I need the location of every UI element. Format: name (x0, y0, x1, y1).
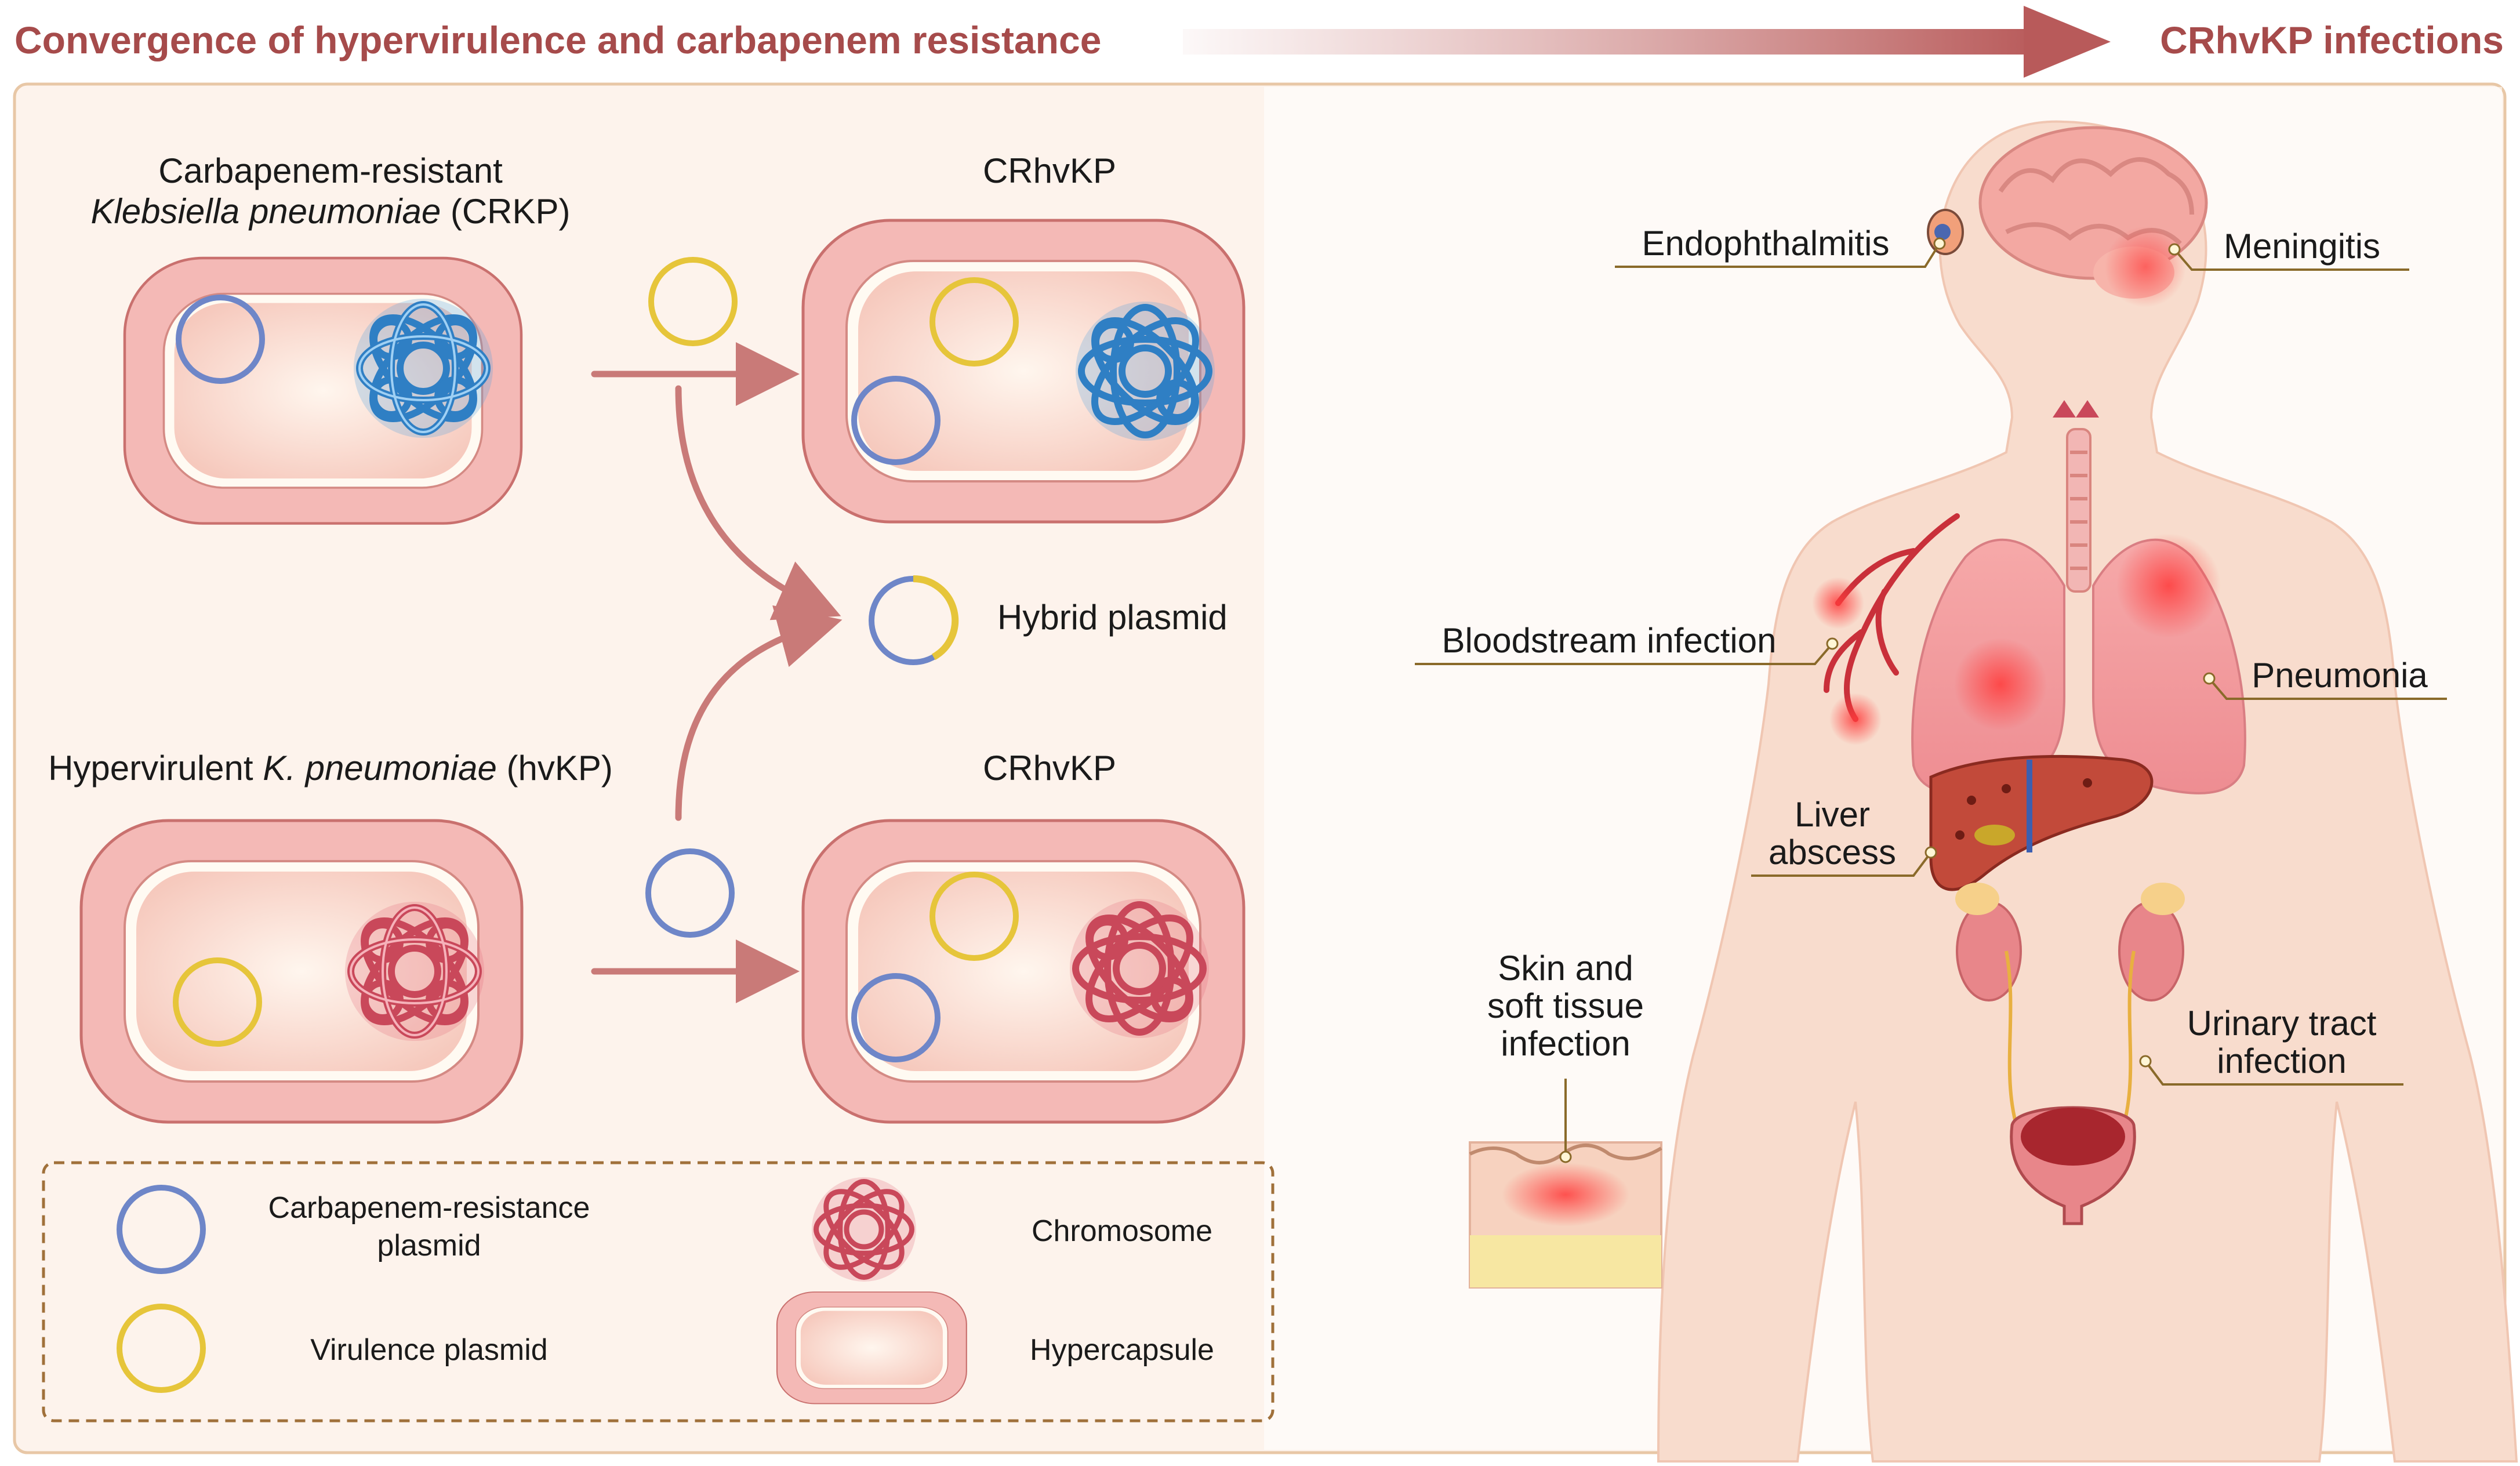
legend-hypercapsule-label: Hypercapsule (1030, 1333, 1214, 1367)
skin-infection-label-line1: Skin and (1498, 949, 1633, 988)
eye-icon (1927, 209, 1964, 255)
crhvkp-bottom-virulence-plasmid-icon (929, 872, 1019, 961)
red-chromosome-icon (345, 902, 484, 1041)
crhvkp-top-resistance-plasmid-icon (851, 376, 941, 465)
skin-infection-label-line2: soft tissue (1487, 986, 1644, 1025)
crhvkp-bottom-label: CRhvKP (983, 749, 1116, 788)
transfer-resistance-plasmid-icon (645, 848, 735, 938)
legend-hypercapsule-icon (776, 1291, 967, 1405)
liver-abscess-label-line1: Liver (1795, 795, 1870, 834)
trachea-icon (2053, 400, 2099, 593)
legend-resistance-line2: plasmid (377, 1229, 481, 1262)
left-header-title: Convergence of hypervirulence and carbap… (14, 19, 1101, 61)
human-body-illustration (1469, 120, 2518, 1463)
transfer-virulence-plasmid-icon (648, 257, 738, 346)
crhvkp-top-label: CRhvKP (983, 151, 1116, 190)
crhvkp-top-chromosome-icon (1076, 302, 1215, 441)
lungs-icon (1911, 534, 2246, 794)
liver-abscess-label-line2: abscess (1769, 833, 1896, 872)
top-to-hybrid-arrow (675, 385, 841, 620)
bottom-to-hybrid-arrow (675, 605, 843, 821)
hybrid-plasmid-icon (869, 575, 959, 665)
header-arrow (1183, 6, 2111, 78)
skin-tissue-icon (1469, 1141, 1662, 1289)
virulence-plasmid-icon (173, 957, 262, 1047)
legend-box (42, 1161, 1274, 1423)
pneumonia-label: Pneumonia (2252, 656, 2428, 695)
hybrid-plasmid-label: Hybrid plasmid (997, 598, 1228, 637)
crhvkp-top-virulence-plasmid-icon (929, 277, 1019, 366)
crkp-label-line1: Carbapenem-resistant (158, 151, 503, 190)
leader-lines (1415, 242, 2447, 1154)
bloodstream-infection-label: Bloodstream infection (1442, 621, 1777, 660)
meningitis-label: Meningitis (2224, 227, 2380, 266)
legend-resistance-line1: Carbapenem-resistance (268, 1191, 590, 1225)
crhvkp-bottom-chromosome-icon (1070, 899, 1209, 1038)
brain-icon (1978, 126, 2208, 307)
leader-dots (1559, 237, 2216, 1163)
kidneys-icon (1955, 883, 2185, 1131)
right-header-title: CRhvKP infections (2160, 19, 2504, 61)
transfer-arrows (591, 342, 843, 1003)
legend-chromosome-icon (812, 1177, 916, 1282)
legend-virulence-label: Virulence plasmid (310, 1333, 547, 1367)
blue-chromosome-icon (354, 299, 493, 438)
skin-infection-label-line3: infection (1501, 1024, 1630, 1063)
crhvkp-bottom-resistance-plasmid-icon (851, 973, 941, 1062)
crkp-label-line2: Klebsiella pneumoniae (CRKP) (90, 192, 570, 231)
urinary-infection-label-line1: Urinary tract (2187, 1004, 2377, 1043)
legend-chromosome-label: Chromosome (1032, 1214, 1212, 1248)
legend-virulence-plasmid-icon (117, 1304, 206, 1393)
hvkp-label: Hypervirulent K. pneumoniae (hvKP) (48, 749, 613, 788)
bladder-icon (2010, 1106, 2136, 1225)
urinary-infection-label-line2: infection (2217, 1042, 2346, 1080)
legend-resistance-plasmid-icon (117, 1185, 206, 1274)
endophthalmitis-label: Endophthalmitis (1642, 224, 1890, 263)
liver-icon (1929, 754, 2154, 891)
resistance-plasmid-icon (176, 295, 265, 384)
